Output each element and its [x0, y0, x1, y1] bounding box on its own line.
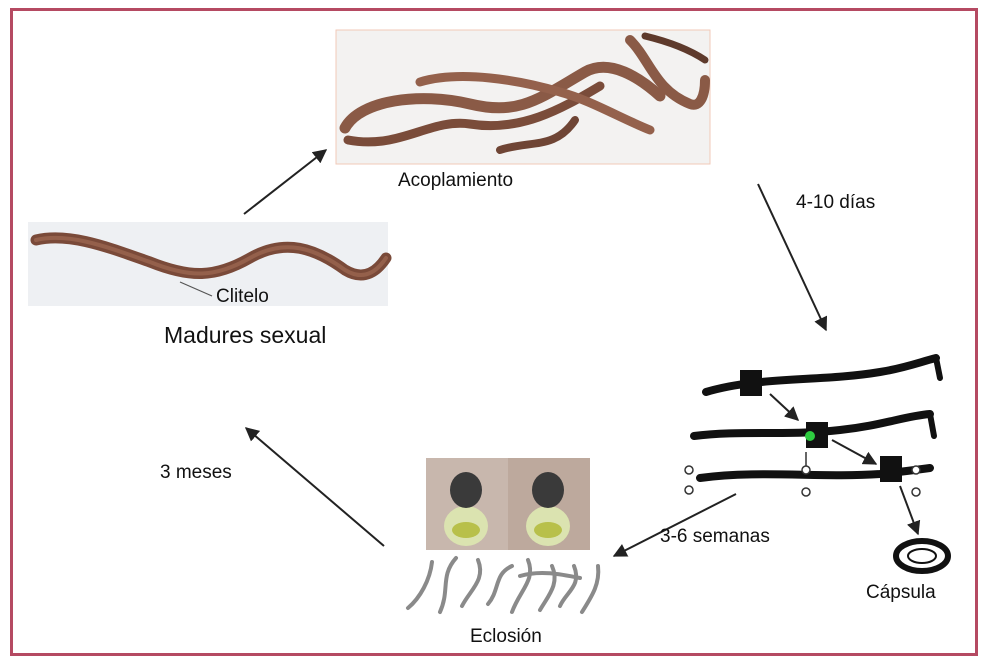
mating-photo [336, 30, 710, 164]
hatching-photo [426, 458, 590, 550]
arrow-hatching-to-maturity [246, 428, 384, 546]
cocoon-diagram [685, 358, 940, 534]
hatchling-worms [408, 558, 598, 612]
label-cocoon: Cápsula [866, 582, 936, 604]
label-sexual-maturity: Madures sexual [164, 322, 326, 349]
label-interval-to-hatching: 3-6 semanas [660, 526, 770, 548]
label-clitellum: Clitelo [216, 286, 269, 308]
label-interval-to-cocoon: 4-10 días [796, 192, 875, 214]
label-mating: Acoplamiento [398, 170, 513, 192]
label-interval-to-maturity: 3 meses [160, 462, 232, 484]
cocoon-capsule-icon [896, 541, 948, 571]
arrow-maturity-to-mating [244, 150, 326, 214]
mature-worm-photo [28, 222, 388, 306]
label-hatching: Eclosión [470, 626, 542, 648]
